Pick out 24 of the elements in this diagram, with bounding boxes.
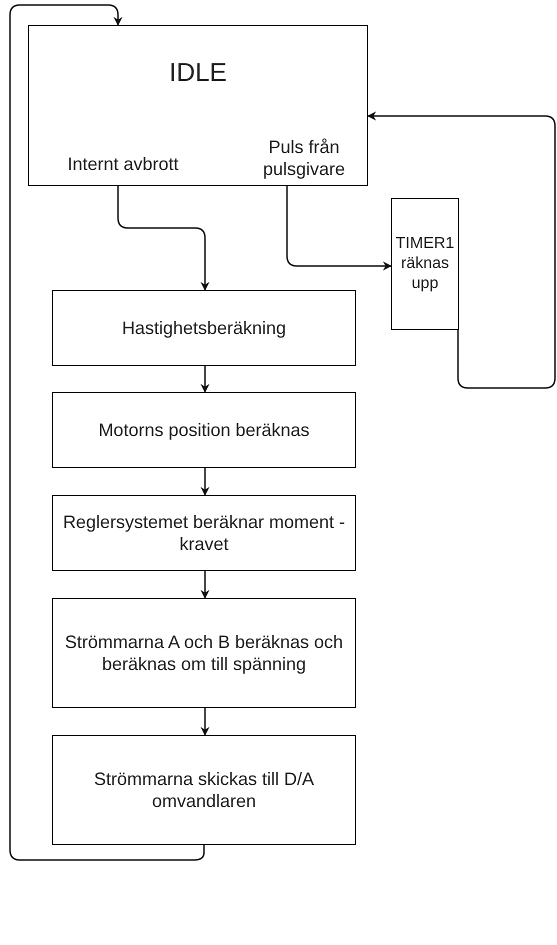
process-box (52, 392, 356, 468)
arrow (117, 184, 210, 291)
process-box (52, 735, 356, 845)
box-label: Motorns position beräknas (98, 418, 310, 442)
state-box (28, 25, 368, 186)
process-box (52, 598, 356, 708)
arrow (367, 112, 556, 389)
process-box (52, 290, 356, 366)
arrow (200, 468, 210, 496)
node-label: Internt avbrott (33, 144, 213, 184)
node-label: Puls från pulsgivare (237, 132, 371, 184)
arrow (200, 708, 210, 736)
arrow (286, 184, 392, 270)
arrow (200, 366, 210, 393)
box-label: Hastighetsberäkning (122, 316, 286, 340)
box-label: IDLE (169, 56, 227, 88)
box-label: TIMER1 räknas upp (394, 234, 456, 294)
arrow (9, 4, 205, 861)
arrow (200, 571, 210, 599)
box-label: Strömmarna skickas till D/A omvandlaren (92, 768, 316, 812)
box-label: Reglersystemet beräknar moment - kravet (62, 510, 346, 556)
box-label: Strömmarna A och B beräknas och beräknas om till spänning (64, 630, 344, 676)
process-box (52, 495, 356, 571)
process-box (391, 198, 459, 330)
